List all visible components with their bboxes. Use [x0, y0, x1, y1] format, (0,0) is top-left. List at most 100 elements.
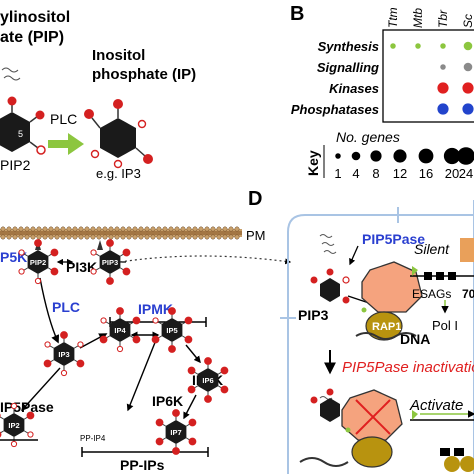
lipid-head — [96, 234, 102, 240]
dna-strand-icon — [299, 457, 349, 467]
cell-border — [287, 214, 474, 474]
green-arrow-icon — [48, 133, 84, 155]
panel-a-title-line2: ate (PIP) — [0, 29, 64, 46]
lipid-head — [162, 234, 168, 240]
phosphate-icon — [204, 395, 212, 403]
lipid-head — [24, 226, 30, 232]
species-column-header: Mtb — [411, 8, 425, 28]
phosphate-icon — [184, 316, 193, 325]
inactivation-label: PIP5Pase inactivation — [342, 359, 474, 376]
ip6-ip7-arrow — [183, 394, 197, 420]
lipid-head — [114, 234, 120, 240]
lipid-head — [126, 226, 132, 232]
inositol-hexagon-icon — [27, 250, 49, 274]
phosphate-icon — [184, 335, 193, 344]
panel-a-title-line1: ylinositol — [0, 9, 70, 26]
lipid-head — [234, 226, 240, 232]
key-value: 20 — [445, 166, 459, 181]
hydroxyl-icon — [27, 431, 34, 438]
hydroxyl-icon — [10, 402, 18, 410]
lipid-head — [0, 226, 6, 232]
lipid-head — [222, 234, 228, 240]
phosphate-icon — [99, 335, 108, 344]
panel-b-letter: B — [290, 3, 304, 25]
lipid-head — [120, 234, 126, 240]
lipid-head — [72, 234, 78, 240]
rap1-protein — [351, 436, 393, 468]
lipid-head — [144, 234, 150, 240]
phosphate-icon — [155, 437, 164, 446]
ip5-ip6-arrow — [185, 344, 201, 364]
phosphate-icon — [310, 396, 318, 404]
phosphate-bond — [29, 141, 39, 149]
phosphate-icon — [116, 307, 124, 315]
phosphate-bond — [91, 117, 101, 129]
lipid-head — [204, 226, 210, 232]
hydroxyl-icon — [77, 341, 84, 348]
phosphate-icon — [34, 239, 42, 247]
key-label: Key — [305, 150, 321, 176]
substituent-bond — [0, 416, 4, 420]
lipid-head — [48, 234, 54, 240]
category-row-label: Phosphatases — [291, 102, 379, 117]
inositol-node-label: PIP3 — [102, 258, 118, 267]
key-dot — [335, 153, 341, 159]
dotted-transfer-arrow — [119, 255, 292, 265]
species-column-header: Tbr — [436, 9, 450, 28]
pi3k-label: PI3K — [66, 259, 97, 275]
lipid-head — [174, 234, 180, 240]
hydroxyl-icon — [34, 277, 42, 285]
ip3-to-ip2-arrow — [21, 367, 61, 412]
dna-label: DNA — [400, 331, 430, 347]
key-dot — [351, 151, 361, 161]
key-dot — [370, 150, 382, 162]
hydroxyl-icon — [10, 440, 18, 448]
esag-box — [454, 448, 464, 456]
phosphate-icon — [168, 307, 176, 315]
gene-count-dots — [390, 41, 474, 115]
phosphate-icon — [326, 388, 334, 396]
inositol-node-label: IP2 — [8, 421, 19, 430]
inositol-node-label: IP3 — [58, 350, 69, 359]
rap1-label: RAP1 — [372, 321, 401, 333]
lipid-head — [102, 226, 108, 232]
green-dot-icon — [361, 307, 367, 313]
dna-strand-icon — [355, 332, 417, 340]
membrane-label: PM — [246, 228, 266, 243]
hydroxyl-icon — [152, 317, 159, 324]
inositol-hexagon-icon — [3, 413, 25, 437]
phosphate-icon — [76, 359, 85, 368]
lipid-head — [84, 234, 90, 240]
phosphate-icon — [50, 248, 59, 257]
lipid-head — [42, 226, 48, 232]
panel-a: ylinositol ate (PIP) 5 PIP2 PLC Inositol… — [0, 9, 196, 181]
hydroxyl-icon — [137, 119, 147, 129]
phosphate-icon — [188, 418, 197, 427]
phosphate-icon — [155, 418, 164, 427]
lipid-head — [150, 226, 156, 232]
lipid-head — [0, 234, 6, 240]
gene-count-dot — [440, 43, 446, 49]
key-dot — [443, 147, 461, 165]
phosphate-icon — [7, 96, 17, 106]
lipid-head — [84, 226, 90, 232]
species-column-header: Sc — [461, 14, 474, 28]
lipid-head — [156, 226, 162, 232]
ip6k-label: IP6K — [152, 393, 183, 409]
gene-count-dot — [437, 103, 449, 115]
phosphate-icon — [43, 359, 52, 368]
lipid-head — [204, 234, 210, 240]
esag-box — [424, 272, 432, 280]
hydroxyl-icon — [18, 268, 25, 275]
pip5pase-label: PIP5Pase — [362, 231, 425, 247]
phosphate-icon — [0, 431, 2, 438]
lipid-head — [30, 234, 36, 240]
phosphate-icon — [187, 366, 196, 375]
lipid-head — [54, 234, 60, 240]
plc-enzyme-label: PLC — [52, 299, 80, 315]
lipid-tail-icon — [3, 75, 21, 81]
rap1-protein — [365, 311, 403, 341]
phosphate-icon — [60, 331, 68, 339]
hydroxyl-icon — [342, 276, 350, 284]
